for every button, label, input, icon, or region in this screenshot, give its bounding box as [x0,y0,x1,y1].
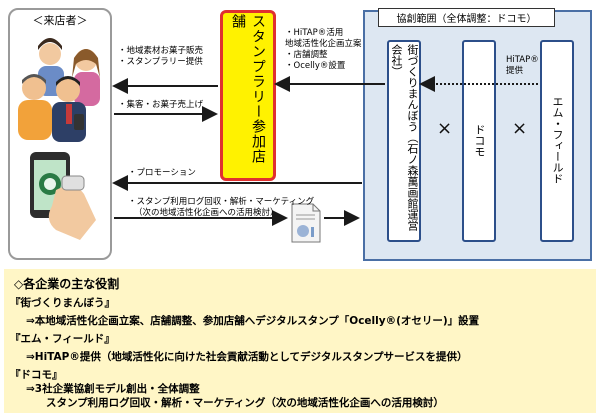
company-box-docomo [462,40,496,242]
flow-label-hitap: HiTAP® [506,55,539,65]
role-company-mfield: 『エム・フィールド』 [10,333,115,345]
flow-label-hitap-use: ・HiTAP®活用 [285,28,344,38]
flow-label-promotion: ・プロモーション [128,168,196,178]
company-roles-panel: ◇各企業の主な役割 『街づくりまんぼう』 ⇒本地域活性化企画立案、店舗調整、参加… [4,269,596,413]
smartphone-stamp-icon [30,152,96,240]
flow-label-stamprally: ・スタンプラリー提供 [118,57,203,67]
role-desc-machizukuri: ⇒本地域活性化企画立案、店舗調整、参加店舗へデジタルスタンプ「Ocelly®(オ… [26,315,480,327]
collaboration-scope-title: 協創範囲（全体調整：ドコモ） [378,8,555,27]
company-label-docomo: ドコモ [473,123,486,157]
customers-illustration [18,38,100,142]
report-document-icon [291,203,321,243]
flow-arrows [112,76,538,226]
times-mark-2: × [512,118,528,139]
customer-title: ＜来店者＞ [32,14,88,27]
flow-label-planning: 地域活性化企画立案 [285,39,362,49]
role-desc-mfield: ⇒HiTAP®提供（地域活性化に向けた社会貢献活動としてデジタルスタンプサービス… [26,351,468,363]
flow-label-sales: ・集客・お菓子売上げ [118,100,204,110]
flow-label-log-note: （次の地域活性化企画への活用検討） [134,208,279,218]
company-box-machizukuri [387,40,421,242]
role-company-machizukuri: 『街づくりまんぼう』 [10,297,115,309]
times-mark-1: × [437,118,453,139]
stamp-rally-store-label: スタンプラリー参加店舗 [230,14,266,164]
role-desc-docomo-2: スタンプ利用ログ回収・解析・マーケティング（次の地域活性化企画への活用検討） [46,397,444,409]
role-company-docomo: 『ドコモ』 [10,369,63,381]
flow-label-provide: 提供 [506,66,524,76]
flow-label-store-adjust: ・店舗調整 [285,50,328,60]
roles-heading: ◇各企業の主な役割 [14,277,120,291]
flow-label-sweets: ・地域素材お菓子販売 [118,46,204,56]
company-label-mfield: エム・フィールド [551,96,564,184]
role-desc-docomo: ⇒3社企業協創モデル創出・全体調整 [26,383,200,395]
stamp-rally-store-box [220,10,276,181]
flow-label-ocelly: ・Ocelly®設置 [285,61,346,71]
flow-label-log: ・スタンプ利用ログ回収・解析・マーケティング [128,197,315,207]
company-box-mfield [540,40,574,242]
company-label-machizukuri: 街づくりまんぼう（石ノ森萬画館運営会社） [390,44,419,231]
